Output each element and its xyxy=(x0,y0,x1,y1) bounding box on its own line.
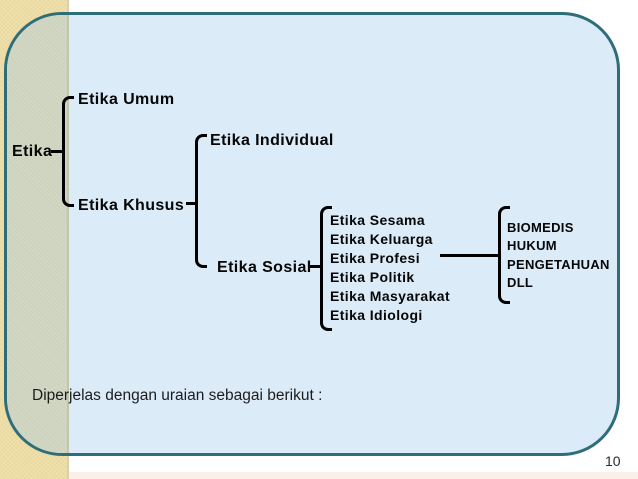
list-item: DLL xyxy=(507,274,534,290)
list-item: Etika Sesama xyxy=(330,212,426,228)
bracket-level1 xyxy=(62,96,74,207)
list-item: Etika Politik xyxy=(330,269,415,285)
khusus-tick-line xyxy=(186,202,197,205)
list-item: Etika Masyarakat xyxy=(330,288,451,304)
profesi-connector-line xyxy=(440,254,500,257)
bottom-accent-band xyxy=(69,472,638,479)
sosial-sublist: Etika Sesama Etika Keluarga Etika Profes… xyxy=(330,211,450,325)
root-tick-line xyxy=(51,150,64,153)
list-item: Etika Keluarga xyxy=(330,231,433,247)
bracket-level3 xyxy=(320,206,332,331)
sosial-tick-line xyxy=(308,265,322,268)
list-item: PENGETAHUAN xyxy=(507,256,610,272)
bracket-level2 xyxy=(195,134,207,268)
bracket-level4 xyxy=(498,206,510,304)
list-item: Etika Profesi xyxy=(330,250,421,266)
profesi-detail-list: BIOMEDIS HUKUM PENGETAHUAN DLL xyxy=(507,219,610,292)
page-number: 10 xyxy=(605,453,621,469)
node-etika-umum: Etika Umum xyxy=(78,91,175,108)
list-item: Etika Idiologi xyxy=(330,307,423,323)
node-etika-khusus: Etika Khusus xyxy=(78,197,185,214)
content-panel: Etika Etika Umum Etika Khusus Etika Indi… xyxy=(4,12,620,456)
node-etika: Etika xyxy=(12,143,53,160)
node-etika-individual: Etika Individual xyxy=(210,132,334,149)
stripe-overlap xyxy=(7,15,69,453)
list-item: HUKUM xyxy=(507,238,557,254)
node-etika-sosial: Etika Sosial xyxy=(217,259,312,276)
list-item: BIOMEDIS xyxy=(507,220,574,235)
footer-text: Diperjelas dengan uraian sebagai berikut… xyxy=(32,387,323,404)
